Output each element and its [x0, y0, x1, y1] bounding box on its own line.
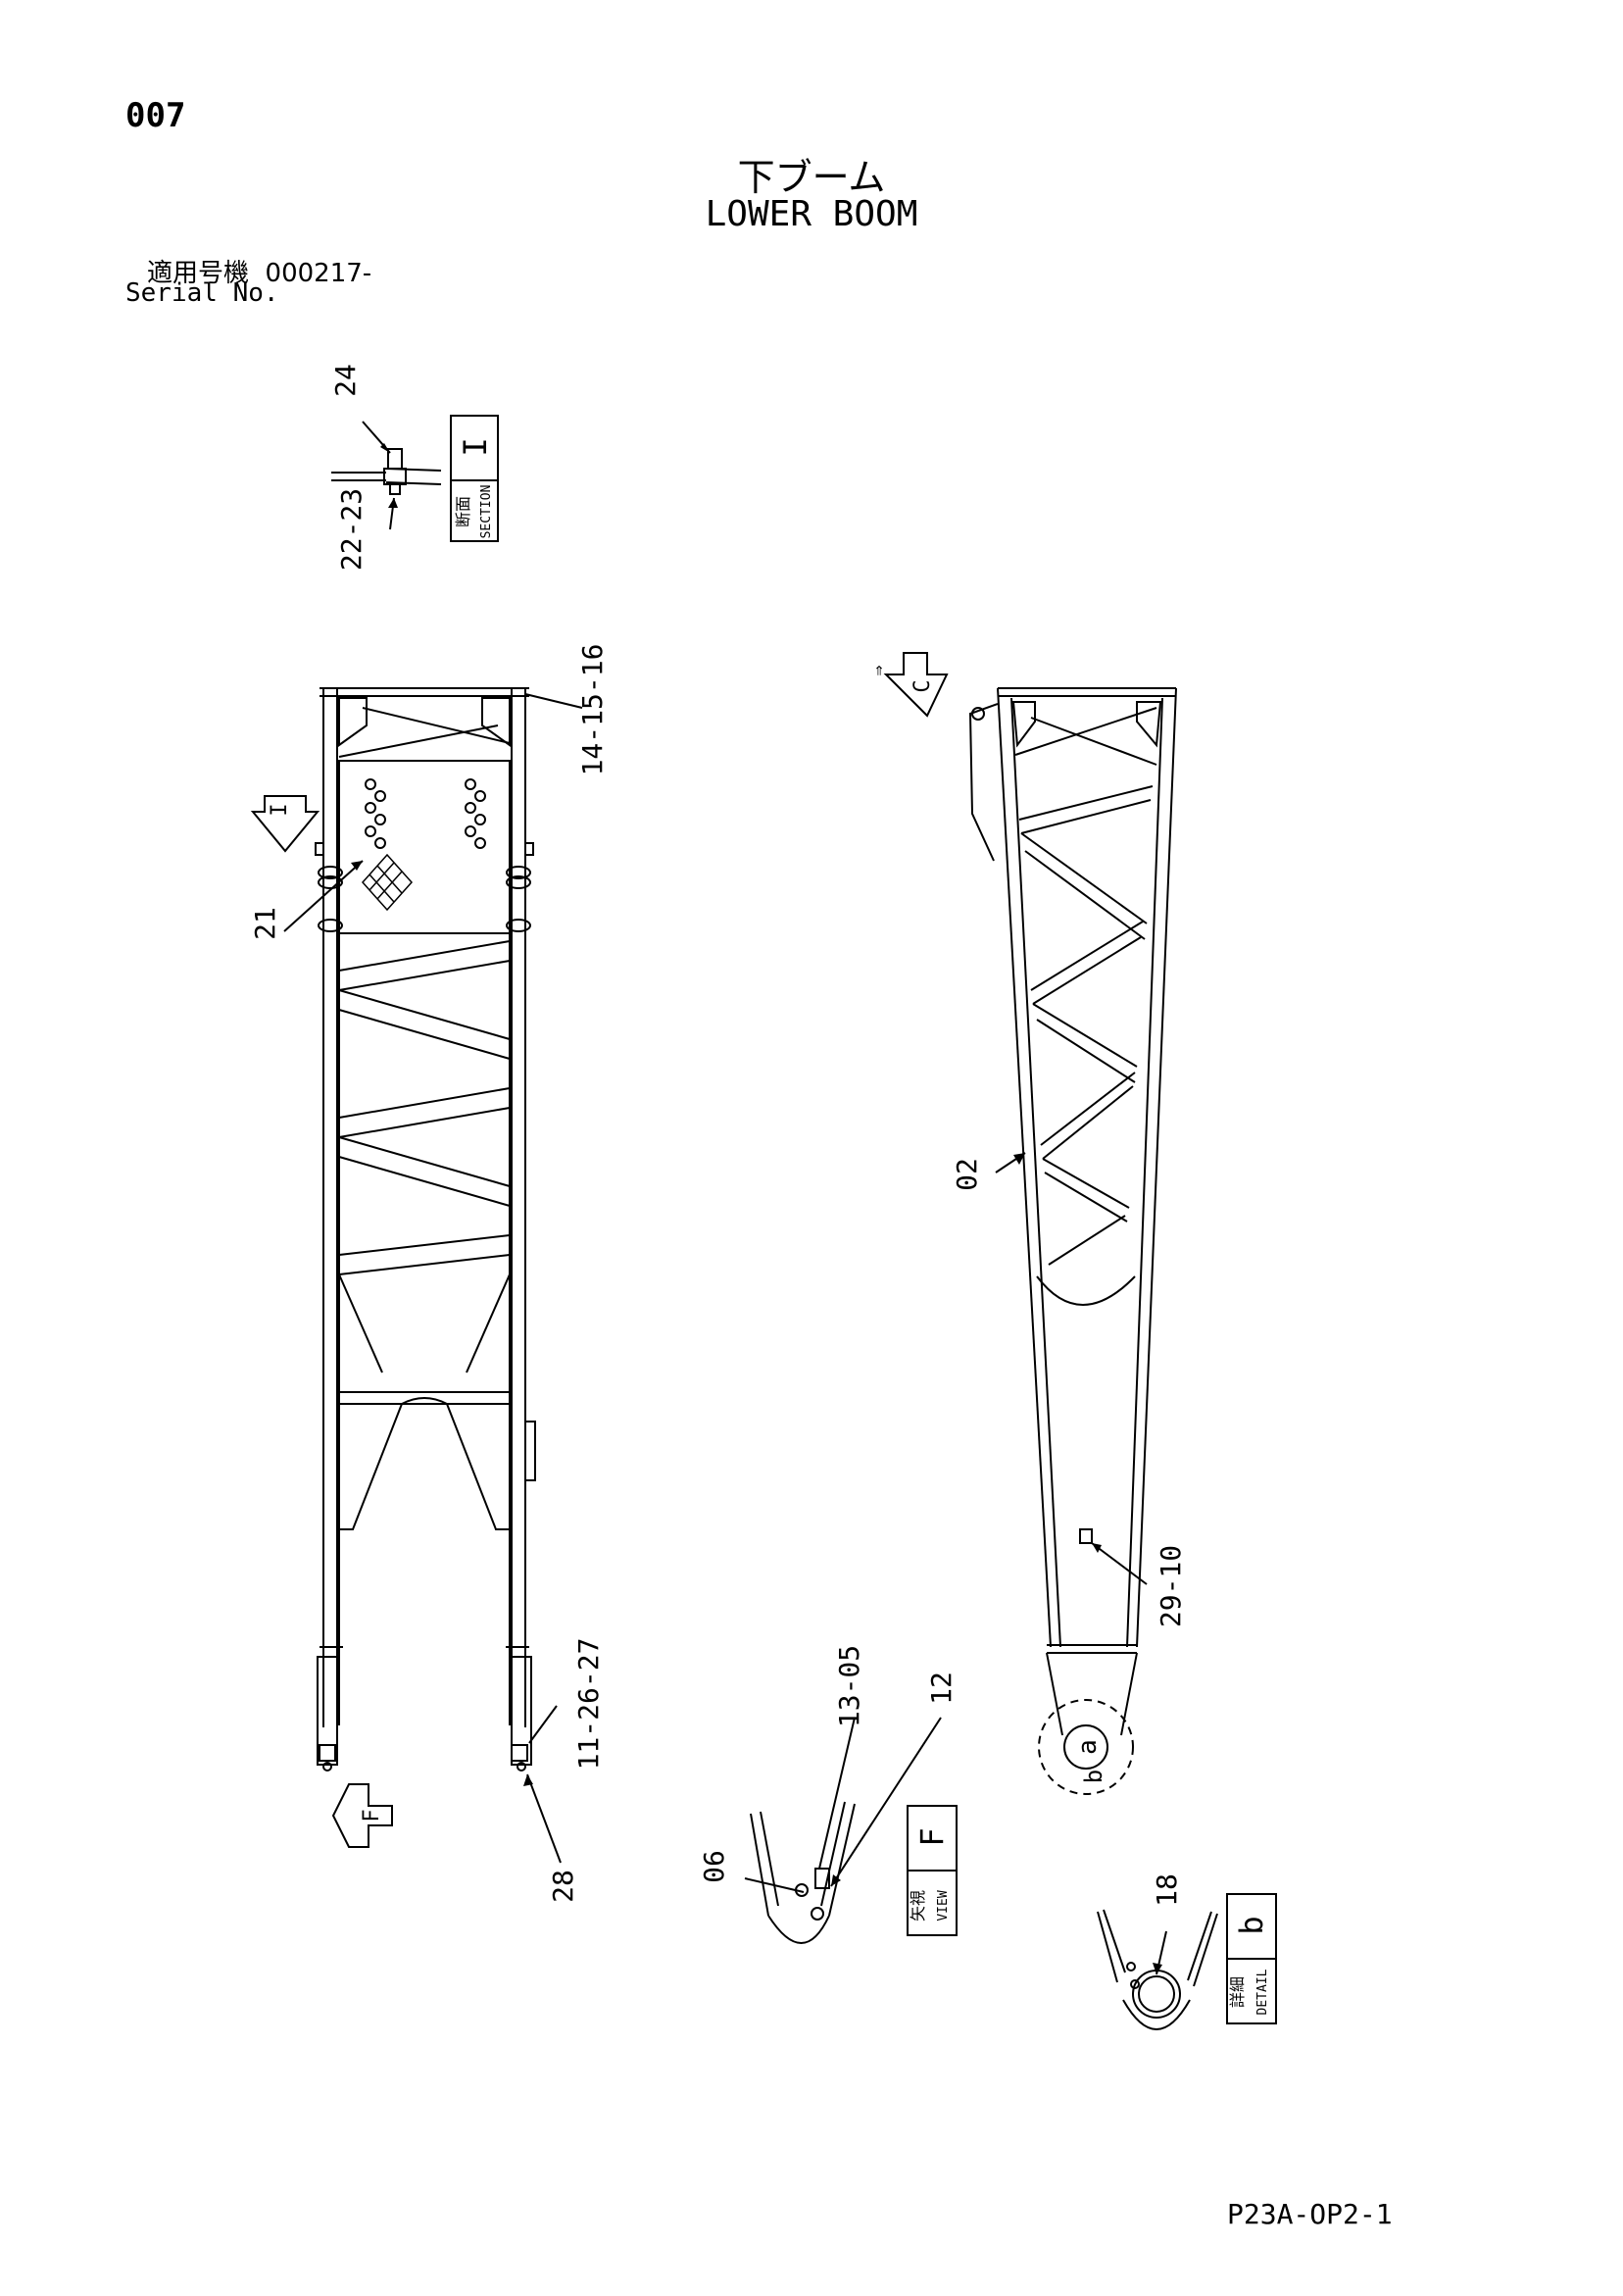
view-arrow-c-marker: ⇒	[868, 665, 889, 675]
callout-06: 06	[698, 1850, 730, 1883]
callout-13-05: 13-05	[833, 1645, 865, 1727]
view-label-letter: F	[913, 1827, 951, 1846]
callout-28: 28	[547, 1870, 579, 1903]
detail-label-box: b 詳細 DETAIL	[1226, 1893, 1277, 2024]
page-title-jp: 下ブーム	[737, 156, 886, 199]
mesh-patch	[361, 853, 414, 912]
detail-label-en: DETAIL	[1255, 1969, 1270, 2015]
view-arrow-c: C ⇒	[868, 652, 949, 718]
view-arrow-c-label: C	[910, 679, 935, 692]
callout-22-23: 22-23	[335, 488, 368, 571]
serial-label-jp: 適用号機 000217-	[147, 253, 371, 289]
callout-18: 18	[1151, 1873, 1183, 1907]
detail-label-letter: b	[1233, 1916, 1270, 1934]
callout-24: 24	[329, 364, 362, 397]
callout-11-26-27: 11-26-27	[572, 1638, 605, 1771]
callout-29-10: 29-10	[1155, 1545, 1187, 1627]
section-i-detail	[331, 421, 442, 530]
detail-mark-b: b	[1080, 1770, 1107, 1783]
section-label-box: I 断面 SECTION	[450, 415, 499, 542]
callout-21: 21	[249, 907, 281, 940]
page-number: 007	[125, 96, 186, 135]
callout-02: 02	[951, 1158, 983, 1191]
serial-value: 000217-	[265, 259, 372, 288]
view-label-jp: 矢視	[909, 1890, 927, 1922]
serial-label-en: Serial No.	[125, 278, 279, 308]
callout-12: 12	[925, 1672, 958, 1705]
serial-label-jp-text: 適用号機	[147, 259, 250, 288]
detail-label-jp: 詳細	[1228, 1976, 1247, 2008]
section-label-letter: I	[457, 437, 494, 456]
detail-mark-a: a	[1073, 1739, 1103, 1755]
callout-14-15-16: 14-15-16	[576, 644, 609, 776]
boom-side-view	[968, 687, 1177, 1795]
view-arrow-f: F	[331, 1783, 393, 1848]
view-arrow-i-label: I	[268, 803, 292, 816]
view-arrow-i: I	[250, 795, 320, 853]
document-code: P23A-OP2-1	[1227, 2198, 1393, 2230]
view-label-en: VIEW	[936, 1890, 951, 1921]
view-f-detail	[744, 1717, 942, 1944]
section-label-jp: 断面	[454, 496, 472, 527]
view-label-box: F 矢視 VIEW	[907, 1805, 958, 1936]
page-title: LOWER BOOM	[705, 194, 918, 234]
boom-plan-view	[315, 687, 536, 1772]
section-label-en: SECTION	[479, 485, 494, 539]
view-arrow-f-label: F	[360, 1809, 384, 1822]
detail-b	[1097, 1909, 1218, 2030]
